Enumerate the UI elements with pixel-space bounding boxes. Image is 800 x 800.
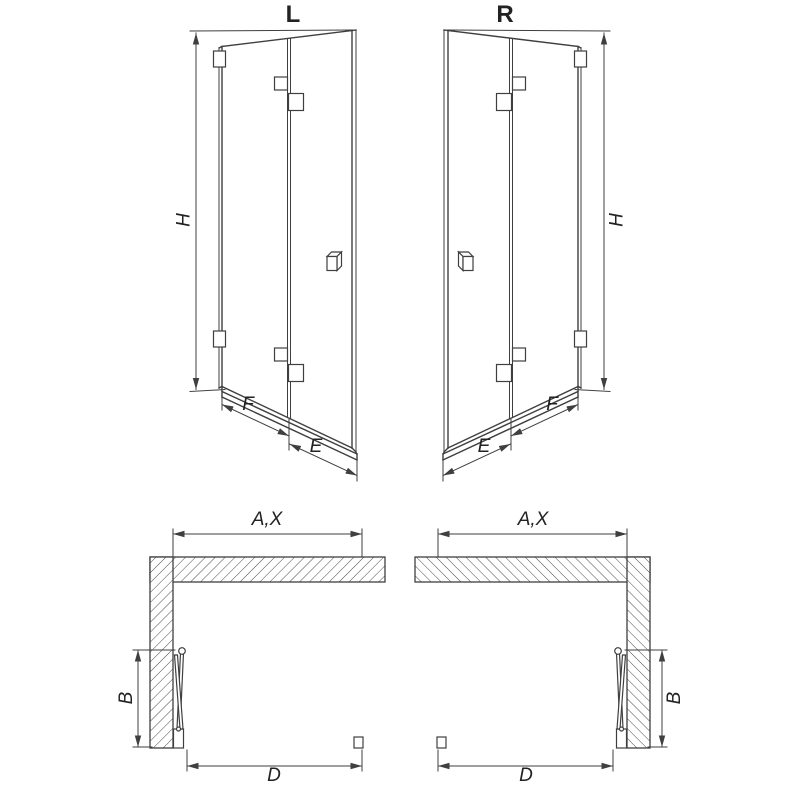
right-side-panel-dim-label: E — [478, 436, 491, 457]
left-variant-label: L — [286, 1, 301, 28]
left-elevation — [190, 30, 357, 481]
left-height-dim-label: H — [174, 213, 195, 227]
right-plan — [415, 529, 667, 771]
left-plan-entry-dim-label: D — [267, 765, 281, 786]
right-elevation — [443, 30, 610, 481]
left-plan-depth-dim-label: B — [116, 691, 137, 704]
right-height-dim-label: H — [607, 213, 628, 227]
right-variant-label: R — [496, 1, 513, 28]
left-plan-width-dim-label: A,X — [251, 509, 284, 530]
left-side-panel-dim-label: E — [310, 436, 323, 457]
right-plan-width-dim-label: A,X — [517, 509, 550, 530]
right-plan-depth-dim-label: B — [664, 691, 685, 704]
left-door-panel-dim-label: F — [242, 394, 255, 415]
right-plan-entry-dim-label: D — [519, 765, 533, 786]
right-door-panel-dim-label: F — [546, 394, 559, 415]
left-plan — [133, 529, 385, 771]
